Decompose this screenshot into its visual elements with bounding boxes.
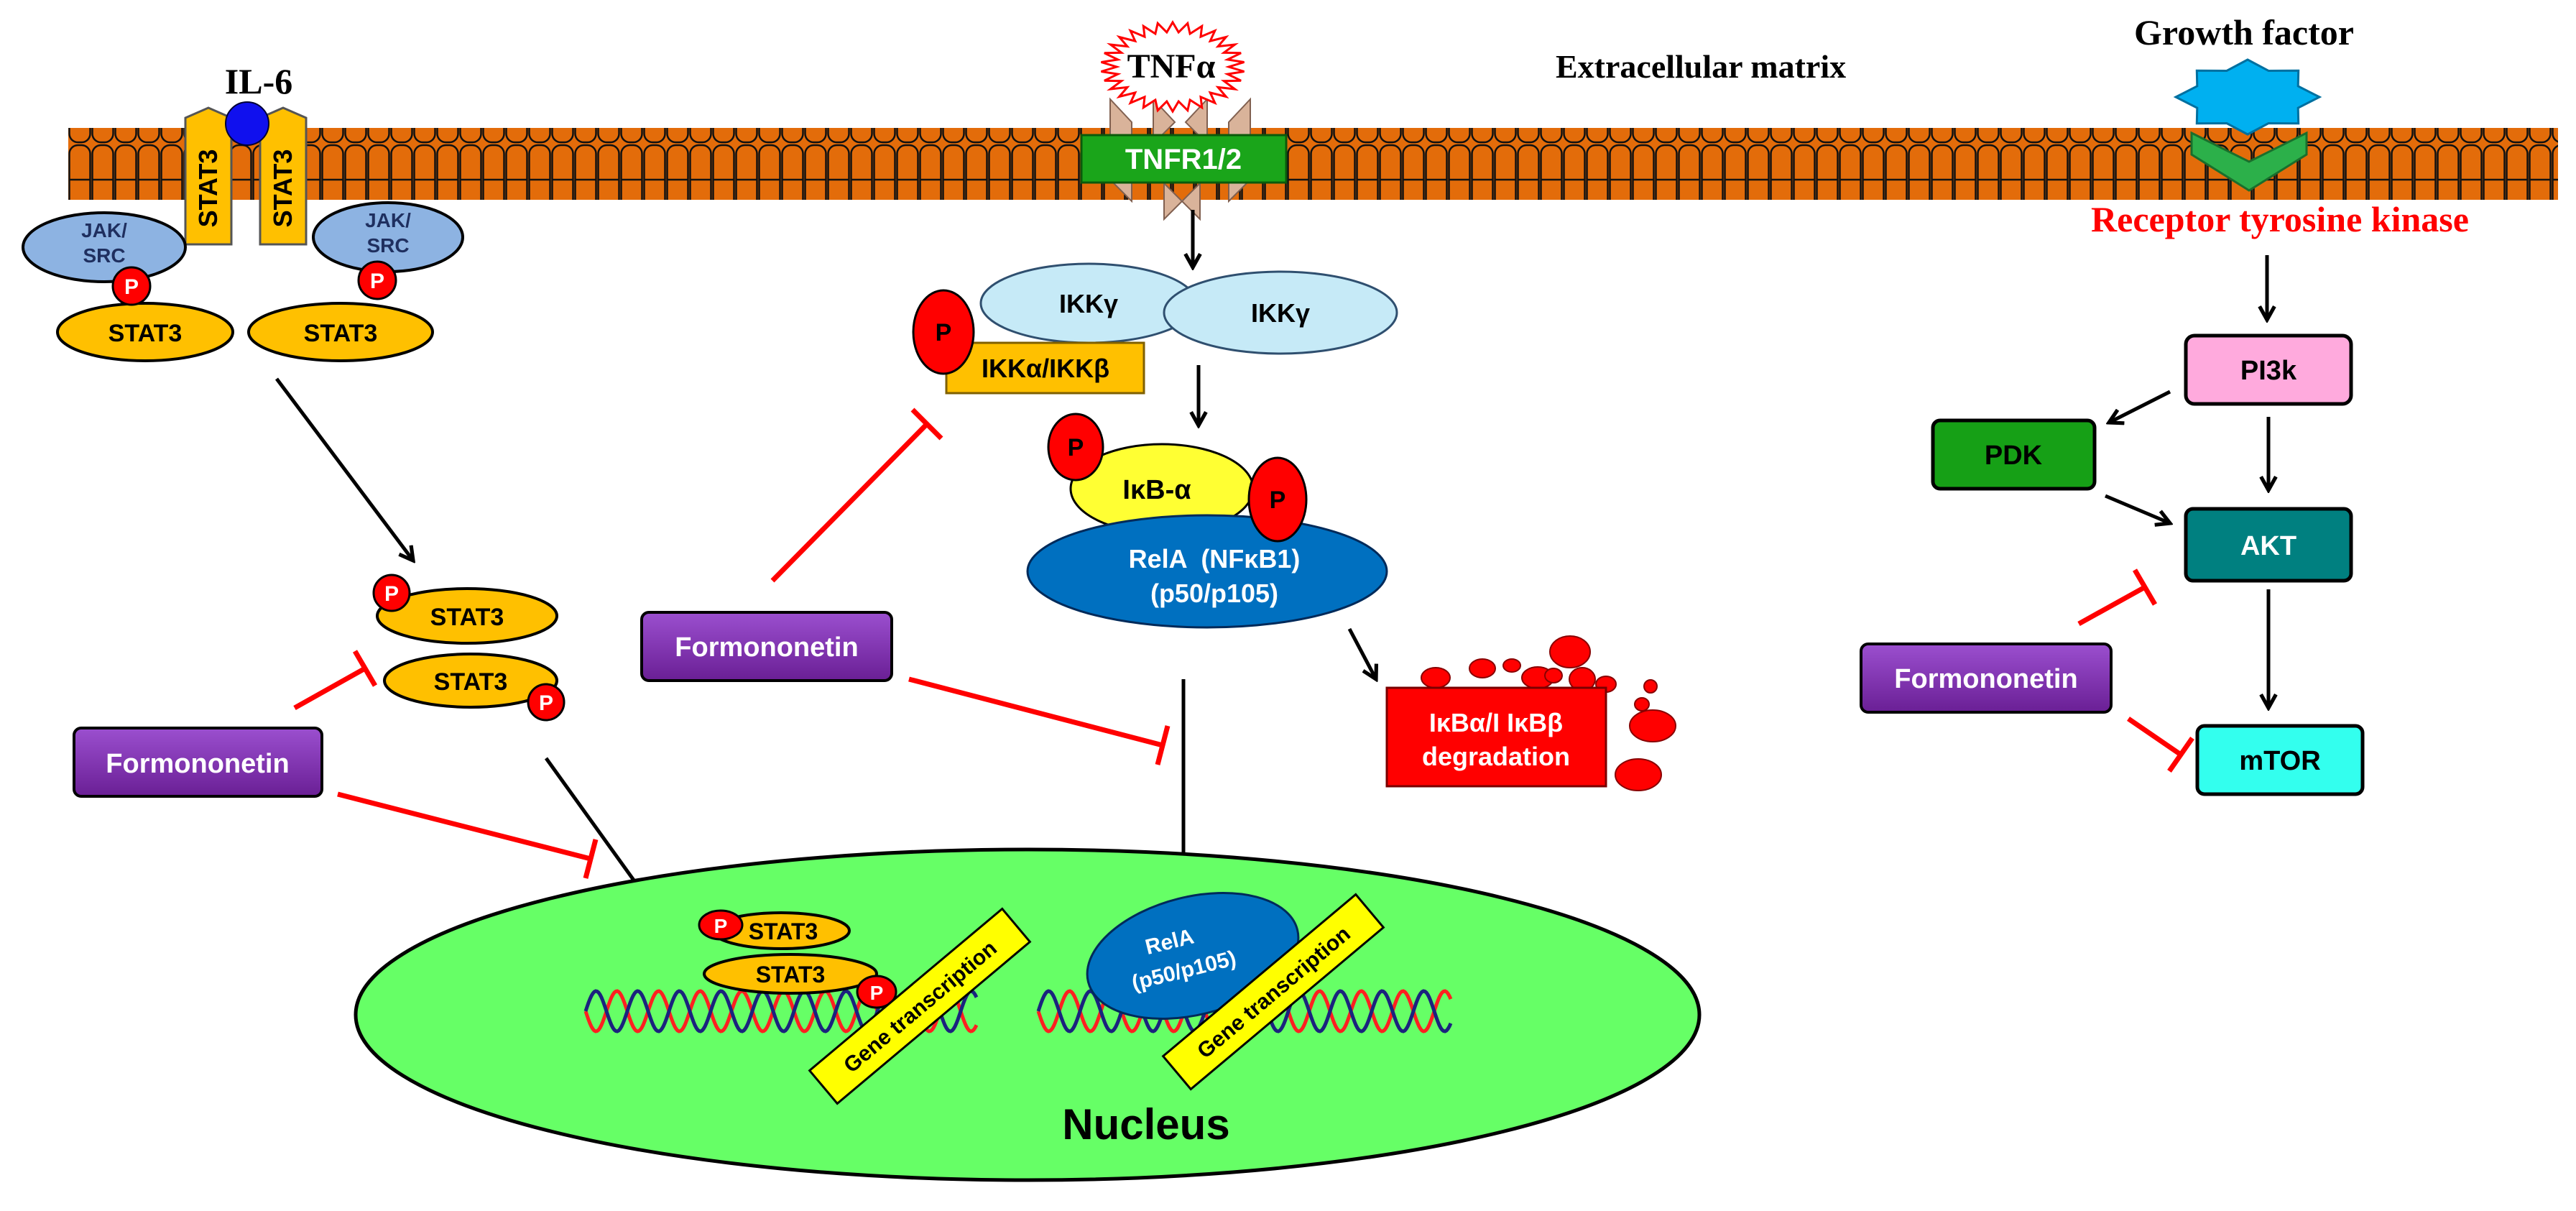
ikk-gamma-right: IKKγ: [1163, 270, 1398, 355]
svg-text:degradation: degradation: [1422, 742, 1570, 771]
arrow-to-degradation: [1347, 627, 1376, 679]
svg-text:SRC: SRC: [83, 244, 125, 267]
svg-text:JAK/: JAK/: [365, 209, 411, 231]
svg-text:IKKγ: IKKγ: [1059, 289, 1118, 318]
svg-text:STAT3: STAT3: [304, 320, 378, 347]
formononetin-nfkb: Formononetin: [640, 611, 893, 682]
svg-text:STAT3: STAT3: [109, 320, 183, 347]
jak-src-right: JAK/ SRC: [312, 201, 464, 273]
growth-factor-ligand: [2173, 58, 2322, 136]
svg-text:P: P: [936, 319, 952, 346]
svg-text:SRC: SRC: [366, 234, 409, 257]
nucleus-label: Nucleus: [1062, 1100, 1229, 1148]
il6-label: IL-6: [225, 61, 292, 101]
receptor-tyrosine-kinase-label: Receptor tyrosine kinase: [2091, 199, 2469, 239]
svg-text:P: P: [124, 275, 139, 299]
stat3-receptor-right: STAT3: [259, 106, 308, 246]
pi3k-box: PI3k: [2184, 333, 2353, 406]
svg-text:Formononetin: Formononetin: [675, 632, 858, 663]
phospho-stat3-right: P: [357, 260, 397, 300]
stat3-dimer-bottom: STAT3: [383, 653, 558, 709]
stat3-receptor-left: STAT3: [184, 106, 233, 246]
svg-text:PDK: PDK: [1985, 441, 2043, 471]
arrow-stat3-dimerization: [275, 377, 413, 561]
tnf-alpha-ligand: TNFα: [1101, 20, 1245, 114]
phospho-ikba-left: P: [1047, 413, 1104, 482]
nuclear-stat3-top: STAT3: [711, 911, 851, 950]
arrow-pi3k-to-pdk: [2109, 390, 2171, 423]
phospho-ikk: P: [912, 289, 975, 375]
ikk-alpha-beta: IKKα/IKKβ: [945, 341, 1145, 395]
inhibition-mtor: [2127, 717, 2194, 773]
arrow-pdk-to-akt: [2105, 494, 2170, 523]
il6-ligand: [225, 101, 269, 146]
phospho-stat3-left: P: [111, 266, 152, 306]
formononetin-pi3k: Formononetin: [1860, 643, 2113, 714]
inhibition-ikk: [770, 407, 943, 583]
nucleus: Nucleus: [354, 847, 1702, 1182]
tnfr-box: TNFR1/2: [1080, 134, 1288, 184]
degradation-fragments: [1421, 635, 1676, 791]
svg-text:RelA (NFκB1): RelA (NFκB1): [1129, 544, 1301, 574]
svg-text:P: P: [1270, 487, 1286, 514]
svg-text:PI3k: PI3k: [2240, 356, 2297, 386]
pdk-box: PDK: [1931, 418, 2097, 491]
jak-src-left: JAK/ SRC: [22, 211, 187, 283]
svg-text:IKKγ: IKKγ: [1251, 298, 1310, 328]
svg-text:P: P: [870, 982, 884, 1004]
nuclear-stat3-bottom: STAT3: [703, 953, 878, 995]
svg-text:JAK/: JAK/: [81, 219, 127, 241]
stat3-left: STAT3: [56, 302, 234, 362]
svg-text:P: P: [1068, 434, 1084, 461]
receptor-tyrosine-kinase: [2190, 131, 2308, 192]
inhibition-stat3-nuclear: [337, 791, 599, 879]
svg-text:(p50/p105): (p50/p105): [1150, 579, 1278, 608]
nuclear-phospho-bottom: P: [856, 975, 897, 1009]
phospho-dimer-top: P: [372, 574, 411, 612]
svg-text:mTOR: mTOR: [2239, 746, 2320, 776]
svg-text:IκBα/I IκBβ: IκBα/I IκBβ: [1429, 708, 1563, 737]
svg-text:P: P: [384, 582, 399, 606]
svg-text:IKKα/IKKβ: IKKα/IKKβ: [982, 354, 1109, 383]
svg-text:STAT3: STAT3: [749, 918, 818, 944]
phospho-ikba-right: P: [1247, 456, 1308, 543]
ikb-degradation-box: IκBα/I IκBβ degradation: [1385, 686, 1607, 788]
svg-text:STAT3: STAT3: [434, 668, 508, 696]
svg-text:AKT: AKT: [2240, 531, 2296, 561]
svg-text:STAT3: STAT3: [193, 149, 223, 228]
phospho-dimer-bottom: P: [527, 683, 565, 722]
ikk-gamma-left: IKKγ: [979, 262, 1198, 344]
extracellular-matrix-label: Extracellular matrix: [1556, 48, 1846, 85]
inhibition-stat3-dimer: [293, 650, 378, 711]
mtor-box: mTOR: [2195, 724, 2365, 796]
svg-text:P: P: [370, 270, 384, 293]
tnf-alpha-label: TNFα: [1127, 47, 1216, 86]
inhibition-nfkb-translocation: [908, 676, 1171, 765]
akt-box: AKT: [2184, 507, 2353, 583]
svg-text:P: P: [714, 915, 728, 937]
svg-text:Formononetin: Formononetin: [106, 749, 289, 779]
nuclear-phospho-top: P: [698, 909, 744, 941]
formononetin-stat3: Formononetin: [73, 727, 323, 798]
stat3-dimer-top: STAT3: [376, 587, 558, 645]
svg-text:STAT3: STAT3: [430, 604, 504, 631]
inhibition-akt: [2077, 568, 2158, 627]
svg-text:STAT3: STAT3: [756, 962, 826, 987]
svg-text:TNFR1/2: TNFR1/2: [1125, 144, 1242, 175]
growth-factor-label: Growth factor: [2134, 12, 2354, 52]
inhibition-lines: [293, 407, 2194, 879]
svg-text:IκB-α: IκB-α: [1122, 475, 1191, 505]
svg-text:Formononetin: Formononetin: [1894, 664, 2077, 694]
rela-nfkb1: RelA (NFκB1) (p50/p105): [1026, 514, 1388, 629]
stat3-right: STAT3: [247, 302, 434, 362]
svg-text:STAT3: STAT3: [268, 149, 297, 228]
cell-membrane: [68, 128, 2558, 200]
svg-text:P: P: [539, 691, 553, 715]
